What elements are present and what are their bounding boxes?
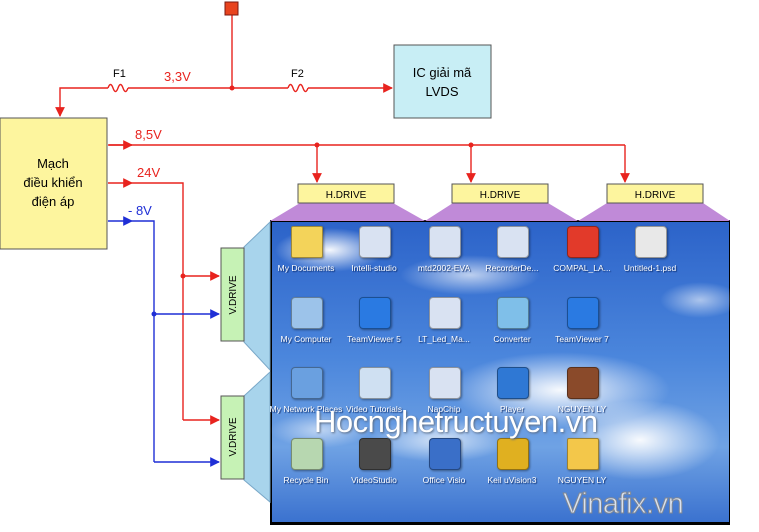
folder-icon[interactable] xyxy=(567,438,599,470)
watermark-corner: Vinafix.vn xyxy=(562,488,684,521)
psd-icon[interactable] xyxy=(635,226,667,258)
blue-wiring xyxy=(108,216,220,467)
desktop-icon-label: Player xyxy=(499,404,525,414)
desktop-icon-label: My Computer xyxy=(280,334,332,344)
h-drive-label-3: H.DRIVE xyxy=(635,190,676,201)
pdf-icon[interactable] xyxy=(567,226,599,258)
voltage-8v5-label: 8,5V xyxy=(135,127,162,142)
app-icon[interactable] xyxy=(359,226,391,258)
fuse-f2-label: F2 xyxy=(291,68,304,80)
desktop-icon-label: My Documents xyxy=(277,263,335,273)
lvds-ic-block xyxy=(393,44,492,119)
app-icon[interactable] xyxy=(497,226,529,258)
voltage-3v3-label: 3,3V xyxy=(164,69,191,84)
keil-icon[interactable] xyxy=(497,438,529,470)
converter-icon[interactable] xyxy=(497,297,529,329)
lvds-ic-text-2: LVDS xyxy=(426,84,459,99)
app-icon[interactable] xyxy=(429,367,461,399)
desktop-icon-label: LT_Led_Ma... xyxy=(418,334,470,344)
desktop-icon-label: NGUYEN LY xyxy=(557,475,607,485)
red-wiring xyxy=(55,14,630,425)
desktop-icon-label: COMPAL_LA... xyxy=(553,263,611,273)
v-drive-box-2 xyxy=(220,395,245,480)
desktop-icon-label: Keil uVision3 xyxy=(487,475,537,485)
desktop-icon-label: My Network Places xyxy=(269,404,343,414)
h-drive-connectors xyxy=(270,203,730,221)
voltage-regulator-block xyxy=(0,117,108,250)
app-icon[interactable] xyxy=(429,297,461,329)
fuse-f2 xyxy=(287,83,309,93)
fuse-f1 xyxy=(107,83,129,93)
regulator-text-2: điều khiển xyxy=(23,175,82,190)
v-drive-label-2: V.DRIVE xyxy=(228,417,239,456)
regulator-text-3: điện áp xyxy=(32,194,75,209)
desktop-icon-label: TeamViewer 5 xyxy=(347,334,401,344)
desktop-icon-label: NGUYEN LY xyxy=(557,404,607,414)
watermark-main: Hocnghetructuyen.vn xyxy=(314,404,598,439)
fuse-f1-label: F1 xyxy=(113,68,126,80)
player-icon[interactable] xyxy=(497,367,529,399)
desktop-icon-label: TeamViewer 7 xyxy=(555,334,609,344)
desktop-icon-label: Recycle Bin xyxy=(283,475,329,485)
regulator-text-1: Mạch xyxy=(37,156,69,171)
computer-icon[interactable] xyxy=(291,297,323,329)
teamviewer-icon[interactable] xyxy=(359,297,391,329)
h-drive-label-1: H.DRIVE xyxy=(326,190,367,201)
blue-junction xyxy=(151,311,157,317)
network-icon[interactable] xyxy=(291,367,323,399)
folder-docs-icon[interactable] xyxy=(291,226,323,258)
desktop-icon-label: Converter xyxy=(493,334,531,344)
h-drive-label-2: H.DRIVE xyxy=(480,190,521,201)
archive-icon[interactable] xyxy=(567,367,599,399)
desktop-icon-label: Untitled-1.psd xyxy=(623,263,677,273)
video-icon[interactable] xyxy=(359,367,391,399)
visio-icon[interactable] xyxy=(429,438,461,470)
videostudio-icon[interactable] xyxy=(359,438,391,470)
lvds-ic-text-1: IC giải mã xyxy=(413,65,472,80)
voltage-24v-label: 24V xyxy=(137,165,160,180)
v-drive-label-1: V.DRIVE xyxy=(228,275,239,314)
voltage-neg8v-label: - 8V xyxy=(128,203,152,218)
desktop-icon-label: RecorderDe... xyxy=(485,263,539,273)
h-drive-box-1 xyxy=(297,183,395,204)
desktop-icon-label: Intelli-studio xyxy=(351,263,397,273)
desktop-icon-label: mtd2002-EVA xyxy=(417,263,471,273)
desktop-icon-label: NapChip xyxy=(427,404,461,414)
recycle-bin-icon[interactable] xyxy=(291,438,323,470)
app-icon[interactable] xyxy=(429,226,461,258)
red-junctions xyxy=(180,85,474,279)
h-drive-box-3 xyxy=(606,183,704,204)
desktop-icon-label: Video Tutorials xyxy=(345,404,403,414)
h-drive-box-2 xyxy=(451,183,549,204)
teamviewer-icon[interactable] xyxy=(567,297,599,329)
v-drive-box-1 xyxy=(220,247,245,342)
desktop-icon-label: VideoStudio xyxy=(351,475,397,485)
power-input-terminal xyxy=(224,1,239,16)
desktop-icon-label: Office Visio xyxy=(422,475,466,485)
